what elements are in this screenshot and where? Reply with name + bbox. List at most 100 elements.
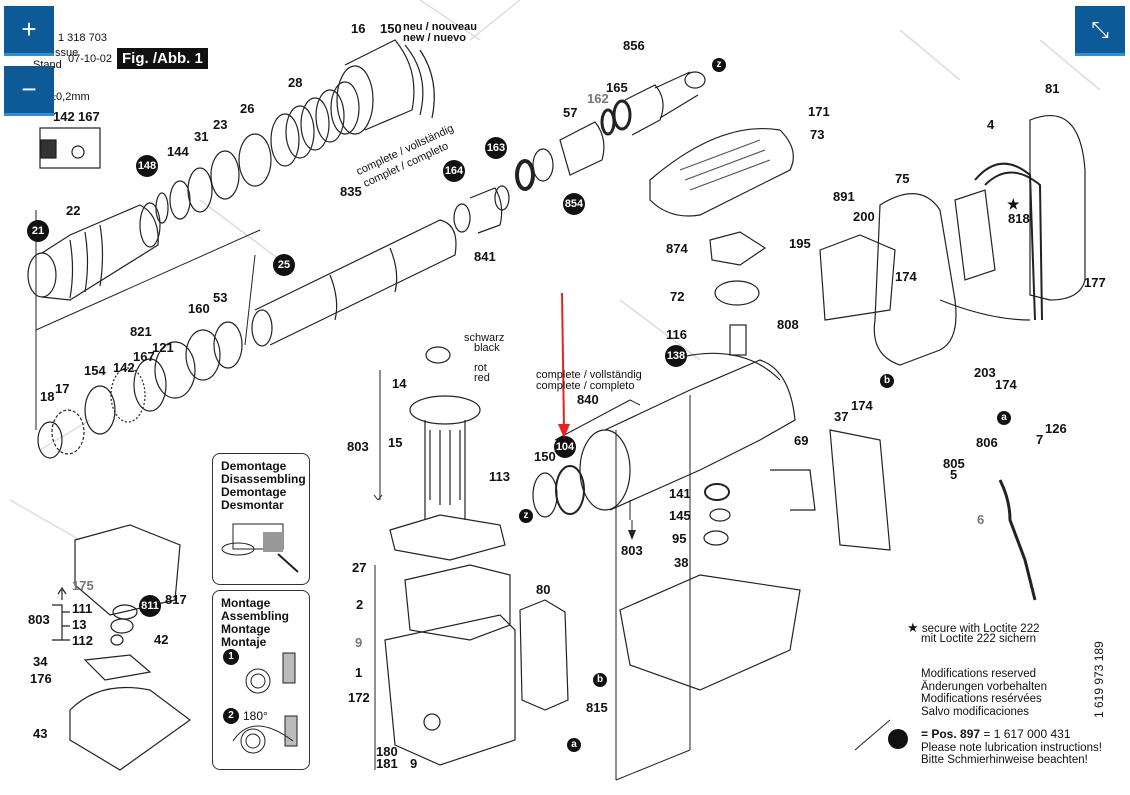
part-label-2: 2 (356, 597, 364, 612)
brush-plate (74, 524, 181, 616)
assembly-title: Montage Assembling Montage Montaje (221, 596, 290, 649)
loctite-note-de: mit Loctite 222 sichern (921, 633, 1037, 645)
bearing-142 (110, 367, 146, 423)
zoom-out-button[interactable]: − (4, 66, 54, 116)
part-label-27: 27 (352, 560, 367, 575)
ring-104 (555, 465, 585, 515)
ring-31 (187, 167, 213, 213)
part-label-22: 22 (66, 203, 81, 218)
issue-label: Issue (52, 47, 79, 59)
part-label-43: 43 (33, 726, 48, 741)
part-label-116: 116 (666, 327, 687, 342)
part-label-803-c: 803 (28, 612, 50, 627)
lube-badge-104: 104 (554, 436, 576, 458)
lube-badge-811: 811 (139, 595, 161, 617)
part-label-6: 6 (977, 512, 985, 527)
part-label-805: 805 (943, 456, 965, 471)
part-label-174-c: 174 (851, 398, 873, 413)
complete-note-b1: complete / vollständig (536, 369, 642, 381)
piston-841 (469, 187, 503, 234)
part-label-17: 17 (55, 381, 70, 396)
ring-18 (37, 421, 63, 459)
minus-icon: − (21, 74, 37, 104)
step-1-icon: 1 (223, 649, 239, 665)
stand-label: Stand (33, 59, 62, 71)
loctite-note: ★ secure with Loctite 222 (907, 620, 1040, 635)
part-label-203: 203 (974, 365, 996, 380)
part-label-113: 113 (489, 469, 510, 484)
part-label-112: 112 (72, 633, 93, 648)
issue-date: 07-10-02 (68, 53, 113, 65)
complete-note-b2: complete / completo (536, 380, 635, 392)
bearing-color-red: red (474, 372, 490, 384)
ring-163 (494, 185, 510, 211)
part-label-841: 841 (474, 249, 496, 264)
sleeve-116 (729, 324, 747, 356)
motor-housing-1 (384, 564, 516, 766)
bearing-13 (110, 618, 134, 634)
ring-black (515, 159, 535, 191)
cover-43 (69, 686, 192, 771)
ring-53 (213, 321, 243, 369)
part-label-34: 34 (33, 654, 48, 669)
collapse-button[interactable]: ⤡ (1075, 6, 1125, 56)
loctite-star-legend-icon: ★ (907, 620, 919, 635)
connector-z-left: z (519, 509, 533, 523)
part-label-141: 141 (669, 486, 691, 501)
handle-75 (873, 193, 1031, 366)
part-69 (770, 469, 816, 511)
lube-badge-148: 148 (136, 155, 158, 177)
cover-81 (1029, 115, 1086, 301)
chuck-part (27, 202, 161, 301)
lube-badge-25: 25 (273, 254, 295, 276)
bearing-color-rot: rot (474, 362, 487, 374)
zoom-in-button[interactable]: + (4, 6, 54, 56)
plus-icon: + (21, 14, 37, 44)
part-label-121: 121 (152, 340, 174, 355)
part-label-181: 181 (376, 756, 398, 771)
part-label-806: 806 (976, 435, 998, 450)
part-label-175: 175 (72, 578, 94, 593)
step-2-icon: 2 (223, 708, 239, 724)
lockwasher-17 (51, 409, 85, 455)
part-label-18: 18 (40, 389, 55, 404)
sleeve-16 (336, 39, 435, 135)
part-label-13: 13 (72, 617, 87, 632)
part-label-200: 200 (853, 209, 875, 224)
housing-38 (619, 574, 801, 691)
part-label-9-a: 9 (355, 635, 363, 650)
part-label-808: 808 (777, 317, 799, 332)
part-label-835: 835 (340, 184, 362, 199)
bearing-color-schwarz: schwarz (464, 332, 505, 344)
watermark-crosses (9, 0, 1101, 541)
part-label-23: 23 (213, 117, 228, 132)
seal-section-detail (39, 127, 101, 169)
switch-4 (954, 189, 996, 281)
connector-b-right: b (880, 374, 894, 388)
gear-72 (714, 280, 760, 306)
rotation-angle: 180° (243, 709, 268, 723)
part-label-42: 42 (154, 632, 169, 647)
part-label-821: 821 (130, 324, 152, 339)
assembly-891 (819, 234, 896, 321)
ring-167 (133, 358, 167, 412)
part-label-817: 817 (165, 592, 187, 607)
part-label-69: 69 (794, 433, 809, 448)
tube-835 (251, 219, 457, 347)
cover-73 (649, 127, 794, 217)
cable-6 (998, 479, 1037, 601)
seal-160 (185, 329, 221, 381)
part-label-162: 162 (587, 91, 609, 106)
assembly-illustration (232, 652, 298, 754)
ring-150b (532, 472, 558, 518)
part-label-38: 38 (674, 555, 689, 570)
part-label-165: 165 (606, 80, 628, 95)
lube-badge-21: 21 (27, 220, 49, 242)
part-label-840: 840 (577, 392, 599, 407)
part-label-75: 75 (895, 171, 910, 186)
part-label-15: 15 (388, 435, 403, 450)
part-label-95: 95 (672, 531, 687, 546)
circlip-154 (84, 385, 116, 435)
part-label-150: 150 (380, 21, 402, 36)
